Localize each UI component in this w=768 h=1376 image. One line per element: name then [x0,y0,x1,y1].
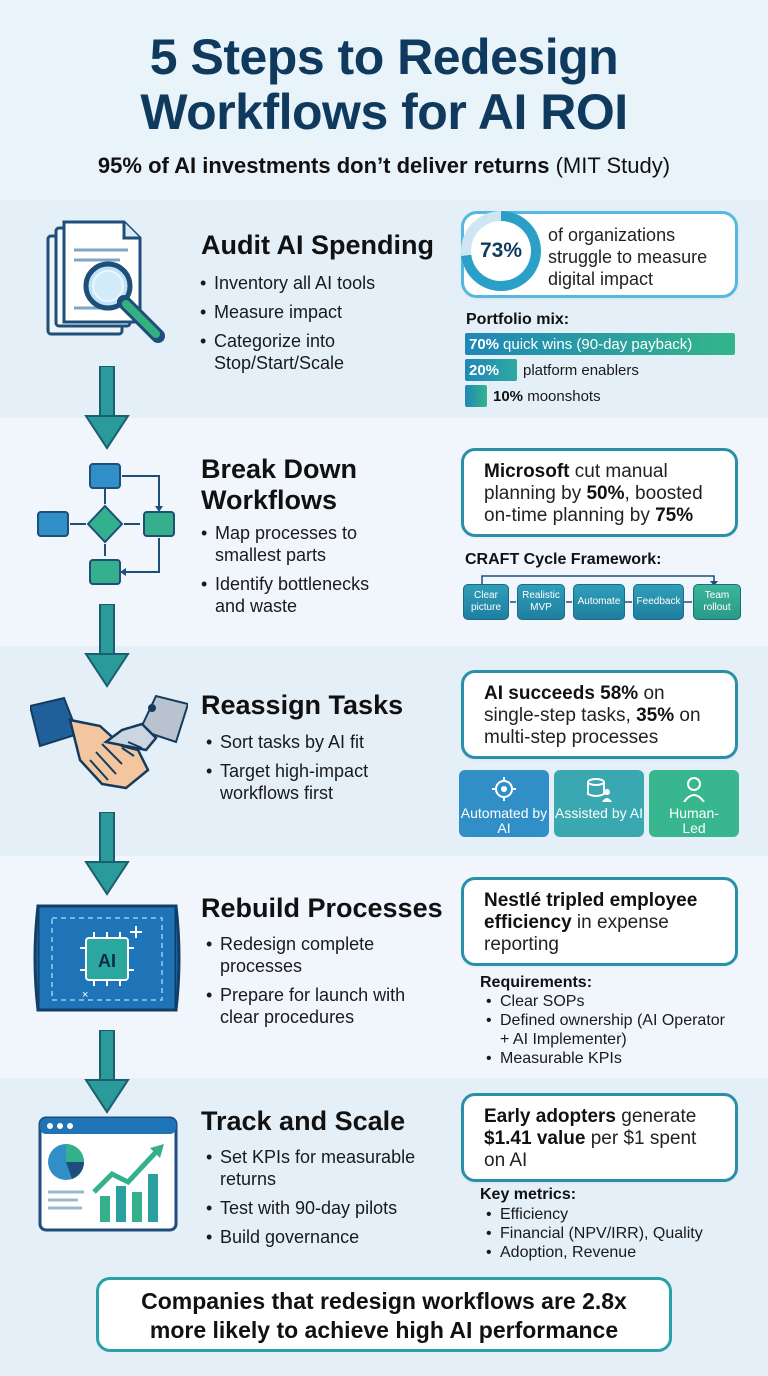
portfolio-bar-quick-wins: 70% quick wins (90-day payback) [465,333,735,355]
breakdown-stat-box: Microsoft cut manual planning by 50%, bo… [461,448,738,537]
list-item: Set KPIs for measurable returns [206,1146,436,1190]
footer-line-1: Companies that redesign workflows are 2.… [141,1288,627,1314]
key-metrics-label: Key metrics: [480,1186,577,1203]
list-item: Target high-impact workflows first [206,760,396,804]
subtitle-bold: 95% of AI investments don’t deliver retu… [97,153,550,178]
document-magnifier-icon [46,220,165,343]
gear-icon [459,776,549,805]
list-item: Build governance [206,1226,436,1248]
flowchart-icon [37,463,175,585]
craft-node-clear-picture: Clear picture [463,584,509,620]
page-subtitle: 95% of AI investments don’t deliver retu… [0,153,768,179]
list-item: Adoption, Revenue [484,1243,734,1262]
requirements-list: Clear SOPs Defined ownership (AI Operato… [484,992,734,1068]
portfolio-text: platform enablers [523,361,639,379]
portfolio-text: quick wins (90-day payback) [503,335,693,353]
task-card-human-led: Human-Led [649,770,739,837]
list-item: Clear SOPs [484,992,734,1011]
list-item: Sort tasks by AI fit [206,731,396,753]
list-item: Prepare for launch with clear procedures [206,984,446,1028]
list-item: Inventory all AI tools [200,272,390,294]
portfolio-text: 10% moonshots [493,387,601,405]
title-line-1: 5 Steps to Redesign [149,29,619,85]
portfolio-bar-platform: 20% platform enablers [465,359,639,381]
header: 5 Steps to Redesign Workflows for AI ROI… [0,0,768,200]
step-3-bullets: Sort tasks by AI fit Target high-impact … [206,731,396,811]
step-1-bullets: Inventory all AI tools Measure impact Ca… [200,272,390,381]
list-item: Categorize into Stop/Start/Scale [200,330,390,374]
title-line-2: Workflows for AI ROI [140,84,628,140]
donut-value: 73% [471,221,531,281]
portfolio-fill: 20% [465,359,517,381]
step-4-title: Rebuild Processes [201,893,443,923]
portfolio-bar-moonshots: 10% moonshots [465,385,601,407]
task-card-automated: Automated by AI [459,770,549,837]
list-item: Defined ownership (AI Operator + AI Impl… [484,1011,734,1049]
subtitle-source: (MIT Study) [555,153,671,178]
down-arrow-icon [84,366,130,450]
down-arrow-icon [84,604,130,688]
human-robot-handshake-icon [30,694,188,790]
list-item: Measure impact [200,301,390,323]
portfolio-label: Portfolio mix: [466,311,570,328]
craft-node-feedback: Feedback [633,584,684,620]
analytics-dashboard-icon [38,1116,178,1232]
portfolio-pct: 70% [469,335,500,353]
track-stat-box: Early adopters generate $1.41 value per … [461,1093,738,1182]
step-2-bullets: Map processes to smallest parts Identify… [201,522,401,624]
svg-text:×: × [82,989,88,1001]
svg-text:AI: AI [98,951,116,971]
key-metrics-list: Efficiency Financial (NPV/IRR), Quality … [484,1205,734,1262]
craft-node-realistic-mvp: Realistic MVP [517,584,565,620]
step-2-title: Break Down Workflows [201,454,358,515]
down-arrow-icon [84,812,130,896]
list-item: Efficiency [484,1205,734,1224]
donut-chart: 73% [461,211,541,291]
list-item: Map processes to smallest parts [201,522,401,566]
craft-node-team-rollout: Team rollout [693,584,741,620]
craft-label: CRAFT Cycle Framework: [465,551,662,568]
page-title: 5 Steps to Redesign Workflows for AI ROI [0,30,768,140]
list-item: Identify bottlenecks and waste [201,573,401,617]
database-person-icon [554,776,644,805]
portfolio-fill [465,385,487,407]
list-item: Redesign complete processes [206,933,406,977]
step-3-title: Reassign Tasks [201,690,404,720]
rebuild-stat-box: Nestlé tripled employee efficiency in ex… [461,877,738,966]
step-1-title: Audit AI Spending [201,230,434,260]
reassign-stat-box: AI succeeds 58% on single-step tasks, 35… [461,670,738,759]
step-5-title: Track and Scale [201,1106,406,1136]
footer-callout: Companies that redesign workflows are 2.… [96,1277,672,1352]
person-icon [649,776,739,805]
list-item: Test with 90-day pilots [206,1197,436,1219]
portfolio-pct: 20% [469,361,500,379]
requirements-label: Requirements: [480,974,593,991]
audit-stat-text: of organizations struggle to measure dig… [548,225,708,289]
task-card-assisted: Assisted by AI [554,770,644,837]
footer-line-2: more likely to achieve high AI performan… [149,1317,619,1343]
list-item: Measurable KPIs [484,1049,734,1068]
ai-chip-blueprint-icon: AI × [33,904,181,1012]
portfolio-fill: 70% quick wins (90-day payback) [465,333,735,355]
craft-cycle-connectors [481,575,718,603]
step-4-bullets: Redesign complete processes Prepare for … [206,933,446,1035]
step-5-bullets: Set KPIs for measurable returns Test wit… [206,1146,436,1255]
list-item: Financial (NPV/IRR), Quality [484,1224,734,1243]
craft-node-automate: Automate [573,584,625,620]
down-arrow-icon [84,1030,130,1114]
